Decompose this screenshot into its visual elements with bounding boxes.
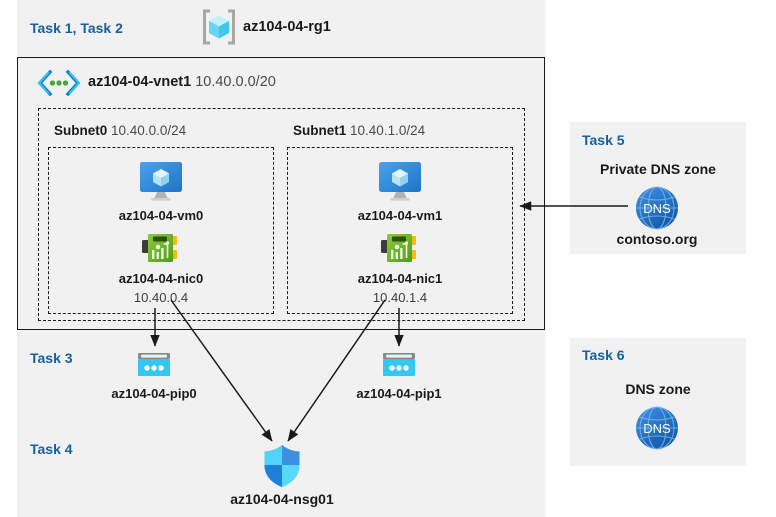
subnet1-title: Subnet1 10.40.1.0/24 [293, 123, 425, 138]
dns-zone-title: DNS zone [625, 381, 691, 397]
resource-group-title: az104-04-rg1 [243, 19, 331, 35]
nic0-label: az104-04-nic0 [118, 271, 204, 286]
network-interface-icon [141, 231, 181, 267]
pip1-label: az104-04-pip1 [356, 386, 442, 401]
private-dns-zone-title: Private DNS zone [600, 161, 716, 177]
subnet0-name: Subnet0 [54, 123, 108, 138]
dns-icon-text: DNS [643, 421, 671, 436]
private-dns-zone-name: contoso.org [616, 231, 698, 247]
vnet-title: az104-04-vnet1 10.40.0.0/20 [88, 74, 276, 90]
task-label-5: Task 5 [582, 132, 625, 148]
subnet0-cidr: 10.40.0.0/24 [111, 123, 187, 138]
virtual-network-icon [36, 68, 82, 98]
task3-panel [17, 338, 545, 418]
dns-icon-text: DNS [643, 201, 671, 216]
network-interface-icon [380, 231, 420, 267]
vm0-label: az104-04-vm0 [118, 208, 204, 223]
vnet-container [17, 57, 545, 330]
dns-zone-icon: DNS [632, 183, 682, 233]
resource-group-name: az104-04-rg1 [243, 19, 331, 35]
subnet0-box [48, 147, 274, 314]
dns-zone-icon: DNS [632, 403, 682, 453]
subnet1-name: Subnet1 [293, 123, 347, 138]
virtual-machine-icon [136, 160, 186, 202]
nsg-label: az104-04-nsg01 [230, 491, 334, 507]
subnet1-box [287, 147, 513, 314]
pip0-label: az104-04-pip0 [111, 386, 197, 401]
subnet0-title: Subnet0 10.40.0.0/24 [54, 123, 186, 138]
vnet-cidr: 10.40.0.0/20 [195, 74, 276, 90]
public-ip-address-icon [135, 350, 173, 380]
virtual-machine-icon [375, 160, 425, 202]
resource-group-icon [199, 7, 239, 47]
subnets-container [38, 108, 525, 321]
vm1-label: az104-04-vm1 [357, 208, 443, 223]
nic1-ip: 10.40.1.4 [372, 290, 428, 305]
task-label-1-2: Task 1, Task 2 [30, 20, 123, 36]
task-label-3: Task 3 [30, 350, 73, 366]
subnet1-cidr: 10.40.1.0/24 [350, 123, 426, 138]
task-label-4: Task 4 [30, 441, 73, 457]
network-security-group-icon [261, 443, 303, 489]
nic1-label: az104-04-nic1 [357, 271, 443, 286]
nic0-ip: 10.40.0.4 [133, 290, 189, 305]
task-label-6: Task 6 [582, 347, 625, 363]
vnet-name: az104-04-vnet1 [88, 74, 192, 90]
public-ip-address-icon [380, 350, 418, 380]
